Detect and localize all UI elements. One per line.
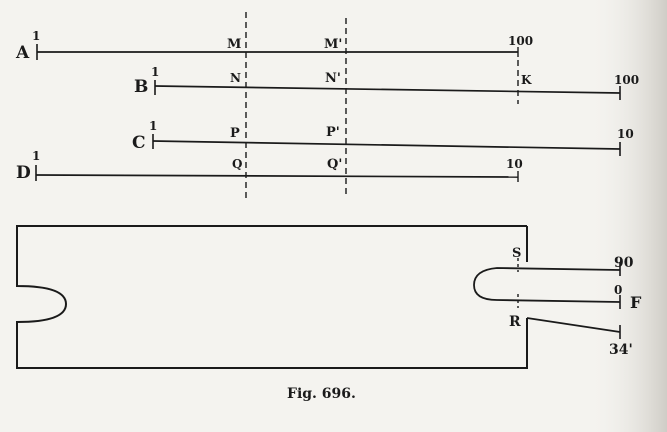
scale-c-line [152,140,621,150]
label-n-prime: N' [325,71,341,86]
scale-a-end-mark: 100 [508,34,533,48]
scale-c-letter: C [132,133,146,153]
scale-d-line [35,174,519,178]
label-p: P [230,126,240,141]
scale-c-start-mark: 1 [149,119,157,133]
label-q-prime: Q' [327,157,342,172]
label-r: R [509,314,521,330]
scale-a: A 1 100 M M' [15,29,533,63]
label-s: S [512,246,521,261]
scale-b-letter: B [134,77,148,97]
mark-bottom: 34' [609,342,633,358]
scale-d-letter: D [16,163,31,183]
mark-top: 90 [614,255,634,271]
label-f: F [630,293,642,312]
scale-c: C 1 10 P P' [132,119,634,156]
mark-mid: 0 [614,283,622,297]
scale-a-letter: A [15,43,30,63]
label-p-prime: P' [326,125,340,140]
scale-a-start-mark: 1 [32,29,40,43]
paper-shadow [590,0,667,432]
label-q: Q [232,157,242,171]
rule-body: S R F 90 0 34' [16,225,642,369]
label-n: N [230,71,241,85]
rule-outline [16,225,528,369]
figure-caption: Fig. 696. [287,386,356,402]
slider-notch [473,267,621,303]
scale-d: D 1 10 Q Q' [16,149,523,183]
scale-b-line [154,85,621,94]
scale-d-end-mark: 10 [506,157,523,171]
rule-bottom-arm [526,317,621,333]
label-m-prime: M' [324,37,342,52]
scale-b-end-mark: 100 [614,73,639,87]
label-m: M [227,37,241,52]
scale-b-start-mark: 1 [151,65,159,79]
scale-d-start-mark: 1 [32,149,40,163]
label-k: K [521,73,532,87]
scale-c-end-mark: 10 [617,127,634,141]
scale-b: B 1 100 N N' K [134,65,639,100]
